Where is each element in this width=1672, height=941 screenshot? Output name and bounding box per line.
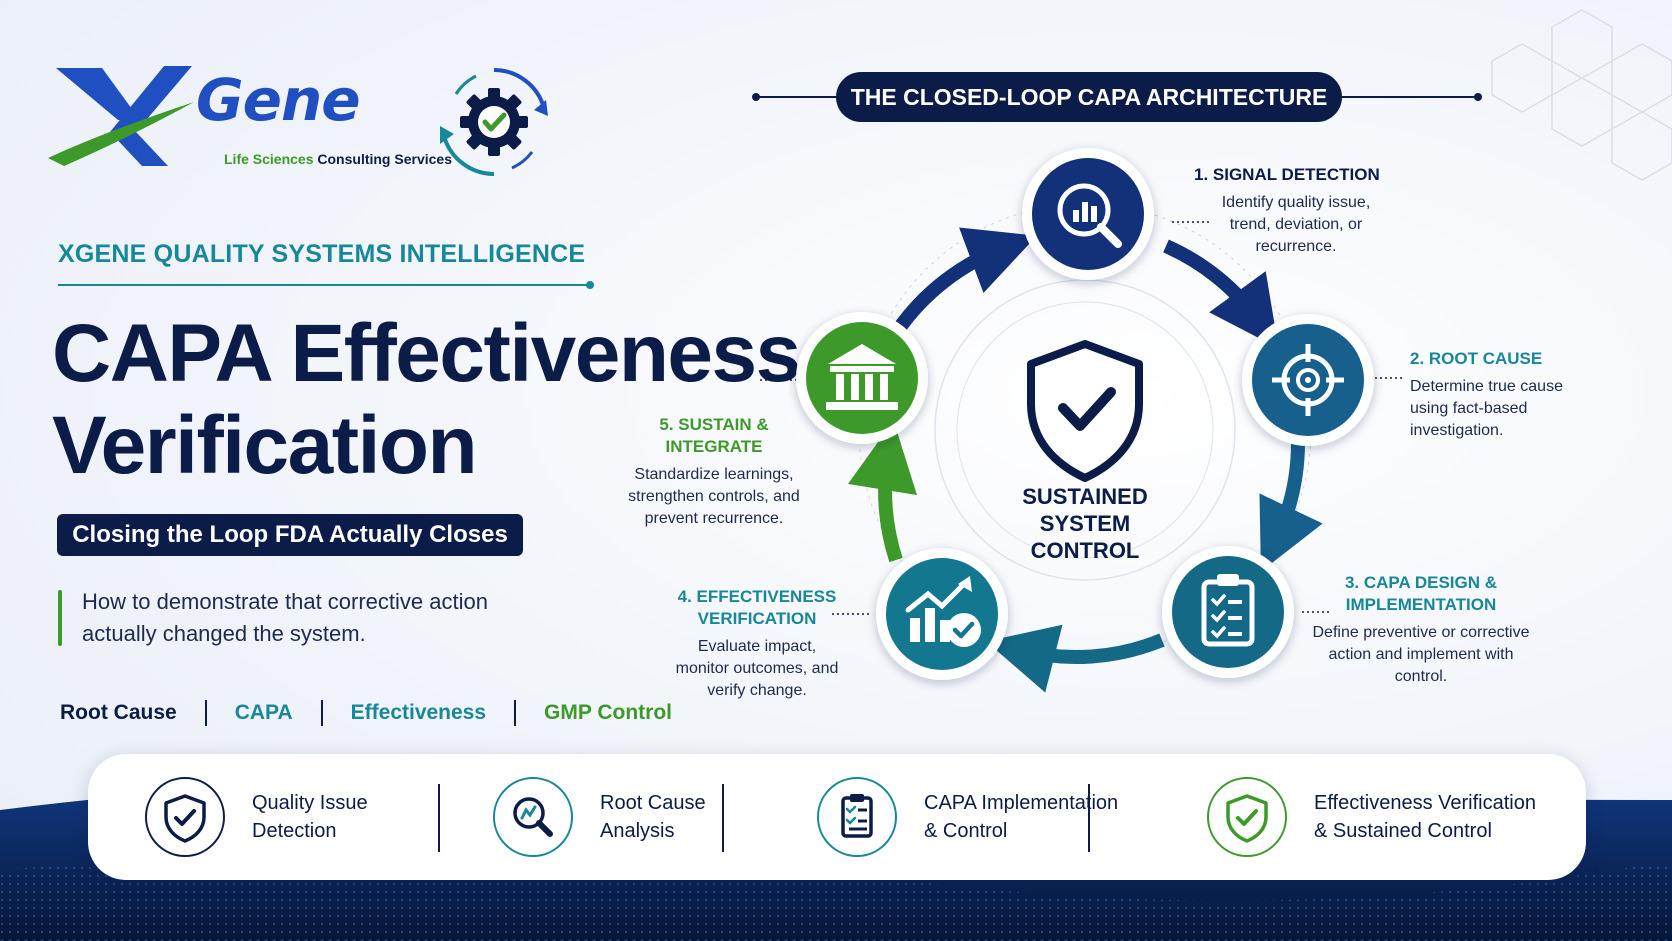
node-root-cause (1242, 314, 1374, 446)
feature-root-cause-analysis: Root Cause Analysis (492, 776, 706, 858)
arrow-5-to-1 (892, 227, 1037, 335)
shield-check-green-icon (1207, 777, 1287, 857)
step-description: Standardize learnings, strengthen contro… (628, 466, 800, 527)
center-label-line-3: CONTROL (1030, 538, 1140, 563)
step-title: 4. EFFECTIVENESS VERIFICATION (677, 587, 837, 628)
tag-capa: CAPA (234, 701, 293, 724)
tag-gmp-control: GMP Control (544, 701, 672, 724)
page-title: CAPA Effectiveness Verification (52, 308, 801, 492)
feature-label: CAPA Implementation & Control (924, 792, 1119, 842)
step-description: Determine true cause using fact-based in… (1410, 378, 1563, 439)
center-shield-check-icon (1027, 340, 1143, 482)
arrow-3-to-4 (986, 624, 1165, 693)
step-description: Define preventive or corrective action a… (1312, 624, 1530, 685)
step-title: 2. ROOT CAUSE (1410, 349, 1543, 368)
step-description: Evaluate impact, monitor outcomes, and v… (675, 638, 839, 699)
center-label-line-1: SUSTAINED (1022, 484, 1148, 509)
feature-card: Quality Issue Detection Root Cause Analy… (88, 754, 1586, 880)
gear-check-cycle-icon (440, 68, 548, 176)
subtitle-pill: Closing the Loop FDA Actually Closes (57, 514, 523, 556)
arrow-2-to-3 (1259, 441, 1323, 572)
eyebrow-underline (58, 284, 590, 286)
feature-label: Root Cause Analysis (600, 792, 706, 842)
node-signal-detection (1022, 148, 1154, 280)
shield-check-icon (145, 777, 225, 857)
step-root-cause: 2. ROOT CAUSE Determine true cause using… (1410, 348, 1600, 442)
feature-capa-implementation: CAPA Implementation & Control (816, 776, 1118, 858)
step-description: Identify quality issue, trend, deviation… (1221, 194, 1371, 255)
topic-tags: Root Cause CAPA Effectiveness GMP Contro… (60, 700, 672, 726)
step-signal-detection: 1. SIGNAL DETECTION Identify quality iss… (1194, 164, 1414, 258)
tag-separator (514, 700, 517, 726)
center-label: SUSTAINED SYSTEM CONTROL (990, 483, 1180, 564)
description-accent-bar (58, 590, 62, 646)
feature-quality-issue-detection: Quality Issue Detection (144, 776, 368, 858)
node-capa-design (1162, 546, 1294, 678)
step-title: 3. CAPA DESIGN & IMPLEMENTATION (1344, 573, 1498, 614)
logo-tagline: Life Sciences Consulting Services (224, 151, 452, 167)
feature-label: Quality Issue Detection (252, 792, 368, 842)
feature-divider (1088, 784, 1090, 852)
center-label-line-2: SYSTEM (1039, 511, 1131, 536)
title-line-1: CAPA Effectiveness (52, 308, 801, 399)
step-title: 1. SIGNAL DETECTION (1194, 165, 1380, 184)
feature-divider (438, 784, 440, 852)
node-sustain-integrate (796, 312, 928, 444)
step-sustain-integrate: 5. SUSTAIN & INTEGRATE Standardize learn… (614, 414, 814, 530)
eyebrow-heading: XGENE QUALITY SYSTEMS INTELLIGENCE (58, 240, 586, 268)
arrow-1-to-2 (1163, 239, 1279, 349)
tag-separator (204, 700, 207, 726)
feature-divider (722, 784, 724, 852)
logo-wordmark: Gene (196, 66, 361, 134)
step-capa-design: 3. CAPA DESIGN & IMPLEMENTATION Define p… (1306, 572, 1536, 688)
node-effectiveness-verification (876, 548, 1008, 680)
feature-label: Effectiveness Verification & Sustained C… (1314, 792, 1536, 842)
description-text: How to demonstrate that corrective actio… (82, 589, 488, 646)
architecture-title: THE CLOSED-LOOP CAPA ARCHITECTURE (836, 72, 1342, 122)
tagline-green: Life Sciences (224, 151, 314, 167)
magnifier-analysis-icon (493, 777, 573, 857)
architecture-header-dot-right (1474, 93, 1482, 101)
tag-separator (320, 700, 323, 726)
xgene-logo: Gene Life Sciences Consulting Services (44, 62, 452, 182)
clipboard-icon (817, 777, 897, 857)
tag-root-cause: Root Cause (60, 701, 177, 724)
eyebrow-underline-dot (586, 281, 594, 289)
step-title: 5. SUSTAIN & INTEGRATE (659, 415, 769, 456)
tagline-rest: Consulting Services (313, 151, 452, 167)
architecture-header-dot-left (752, 93, 760, 101)
arrow-4-to-5 (847, 420, 918, 563)
xgene-x-mark-icon (48, 66, 194, 166)
feature-effectiveness-verification: Effectiveness Verification & Sustained C… (1206, 776, 1536, 858)
hexagon-pattern-decoration (1491, 9, 1672, 181)
title-line-2: Verification (52, 400, 478, 491)
step-effectiveness-verification: 4. EFFECTIVENESS VERIFICATION Evaluate i… (672, 586, 842, 702)
tag-effectiveness: Effectiveness (350, 701, 487, 724)
